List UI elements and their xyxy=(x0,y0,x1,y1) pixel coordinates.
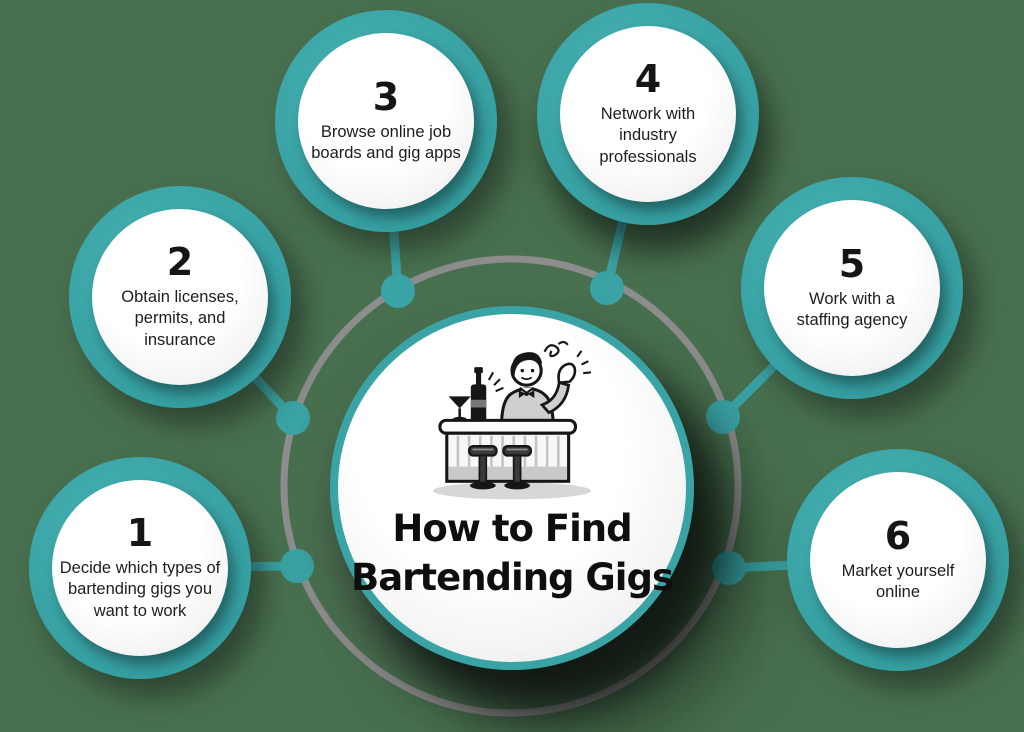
center-circle: How to Find Bartending Gigs xyxy=(330,306,694,670)
step-circle-6-inner: 6 Market yourself online xyxy=(810,472,986,648)
node-dot-5 xyxy=(706,400,740,434)
step-circle-3-inner: 3 Browse online job boards and gig apps xyxy=(298,33,474,209)
stool-base-left xyxy=(469,481,496,490)
wave-motion-lines xyxy=(576,350,592,375)
step-circle-3: 3 Browse online job boards and gig apps xyxy=(275,10,497,232)
step-text: Market yourself online xyxy=(841,561,955,601)
step-number: 2 xyxy=(166,240,194,285)
step-circle-1: 1 Decide which types of bartending gigs … xyxy=(29,457,251,679)
step-text: Obtain licenses, permits, and insurance xyxy=(121,288,239,349)
step-text: Work with a staffing agency xyxy=(796,289,908,329)
step-number: 3 xyxy=(372,74,400,119)
node-dot-2 xyxy=(276,401,310,435)
step-circle-5-inner: 5 Work with a staffing agency xyxy=(764,200,940,376)
bottle-cap xyxy=(474,367,483,374)
step-circle-4: 4 Network with industry professionals xyxy=(537,3,759,225)
bartender-arm xyxy=(539,380,571,415)
node-dot-1 xyxy=(280,549,314,583)
node-dot-4 xyxy=(590,271,624,305)
orbital-ring xyxy=(280,255,742,717)
bow-tie-knot xyxy=(524,391,529,396)
bartender-hand xyxy=(557,362,577,384)
step-circle-5: 5 Work with a staffing agency xyxy=(741,177,963,399)
step-text: Decide which types of bartending gigs yo… xyxy=(59,559,221,620)
step-circle-2: 2 Obtain licenses, permits, and insuranc… xyxy=(69,186,291,408)
step-text: Network with industry professionals xyxy=(599,105,697,166)
cocktail-glass-icon xyxy=(448,396,471,409)
stool-seat-right xyxy=(502,444,532,457)
bottle-label xyxy=(470,399,487,408)
step-circle-1-inner: 1 Decide which types of bartending gigs … xyxy=(52,480,228,656)
step-circle-6: 6 Market yourself online xyxy=(787,449,1009,671)
stool-stem-right xyxy=(512,454,522,485)
eye-left xyxy=(520,368,525,373)
smile xyxy=(520,376,533,381)
bar-counter-top xyxy=(438,418,578,435)
bartender-hair xyxy=(511,352,543,376)
node-dot-6 xyxy=(712,551,746,585)
step-number: 6 xyxy=(884,513,912,558)
counter-base-band xyxy=(448,466,567,480)
step-circle-2-inner: 2 Obtain licenses, permits, and insuranc… xyxy=(92,209,268,385)
stool-stem-left xyxy=(478,454,488,485)
eye-right xyxy=(530,368,535,373)
bartender-illustration xyxy=(433,340,592,500)
stool-seat-left xyxy=(467,444,498,457)
step-text: Browse online job boards and gig apps xyxy=(311,122,461,162)
infographic-title: How to Find Bartending Gigs xyxy=(351,507,674,599)
node-dot-3 xyxy=(381,274,415,308)
bottle-neck xyxy=(475,372,482,388)
step-number: 5 xyxy=(838,241,866,286)
step-number: 1 xyxy=(126,511,154,556)
step-circle-4-inner: 4 Network with industry professionals xyxy=(560,26,736,202)
step-number: 4 xyxy=(634,57,662,102)
sparkle-lines-icon xyxy=(487,371,504,393)
stool-base-right xyxy=(504,481,531,490)
squiggle-doodle-icon xyxy=(543,340,569,358)
